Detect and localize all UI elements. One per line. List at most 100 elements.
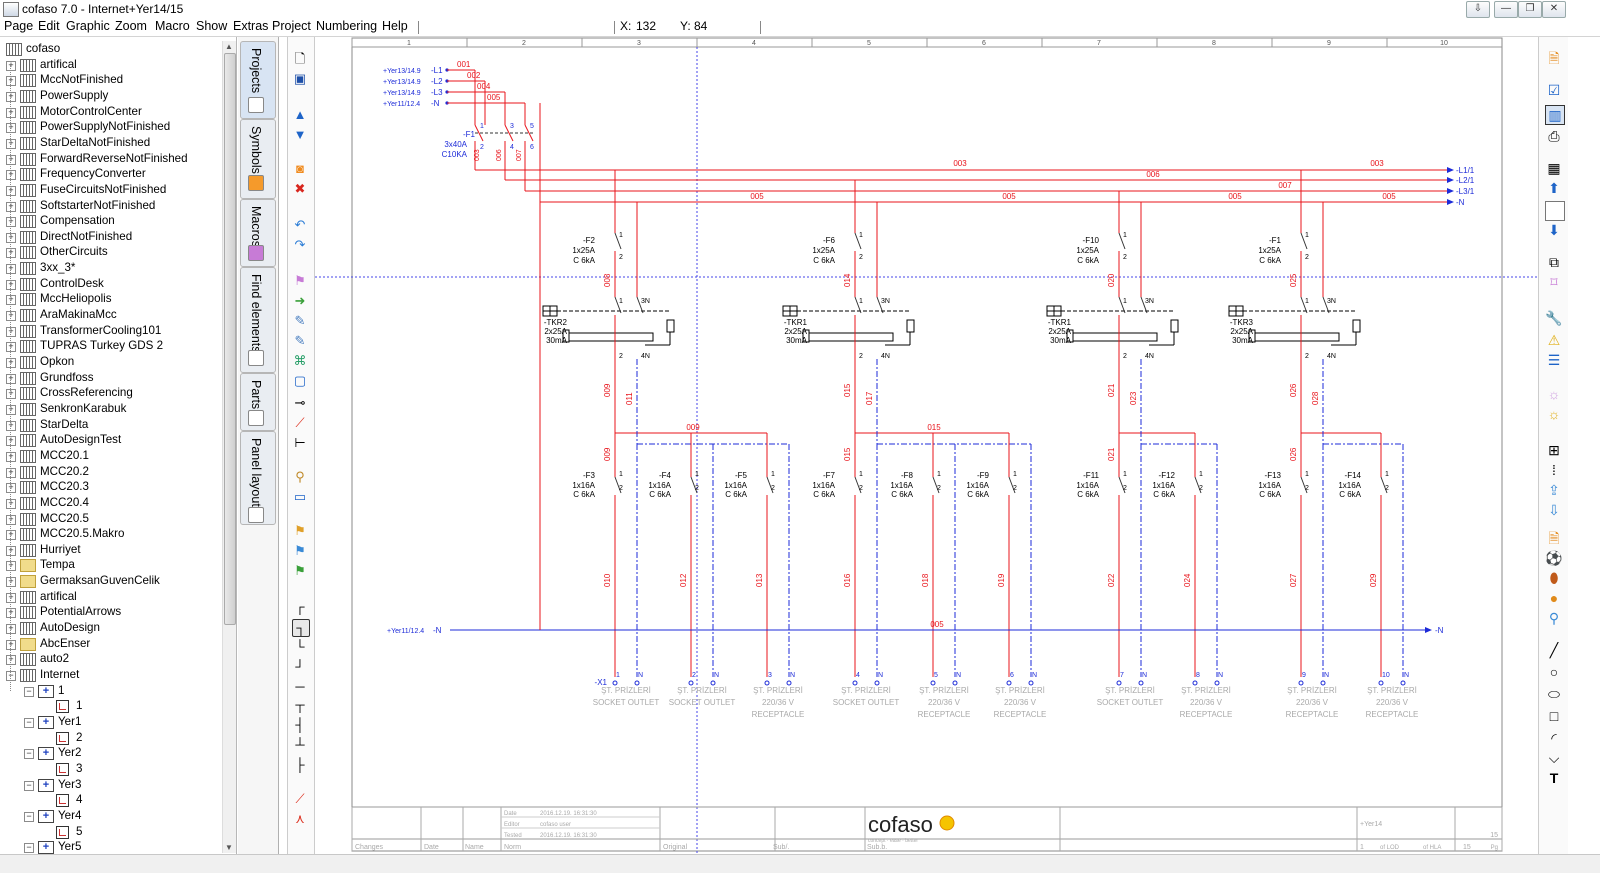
expand-icon[interactable]: +	[6, 592, 16, 603]
expand-icon[interactable]: +	[6, 514, 16, 525]
tree-item[interactable]: +MCC20.2	[0, 465, 222, 480]
polyline-icon[interactable]: ⌵	[1548, 750, 1560, 766]
menu-project[interactable]: Project	[272, 19, 311, 33]
tree-scroll-thumb[interactable]	[224, 53, 236, 625]
expand-icon[interactable]: +	[6, 436, 16, 447]
menu-zoom[interactable]: Zoom	[115, 19, 147, 33]
expand-icon[interactable]: +	[6, 404, 16, 415]
tree-item[interactable]: +TransformerCooling101	[0, 324, 222, 339]
tree-item[interactable]: +artifical	[0, 58, 222, 73]
expand-icon[interactable]: +	[6, 138, 16, 149]
tee-left-icon[interactable]: ┤	[295, 717, 305, 732]
palette-icon[interactable]: ▦	[1547, 160, 1561, 176]
tab-find-elements[interactable]: Find elements	[240, 267, 276, 373]
tree-item[interactable]: +Opkon	[0, 355, 222, 370]
menu-numbering[interactable]: Numbering	[316, 19, 378, 33]
tree-item[interactable]: +3xx_3*	[0, 261, 222, 276]
wire-split-icon[interactable]: ⋏	[295, 811, 305, 826]
tree-item[interactable]: +OtherCircuits	[0, 245, 222, 260]
flag-green-icon[interactable]: ⚑	[294, 563, 306, 578]
tree-item[interactable]: −+Yer5	[0, 840, 222, 854]
arrow-right-icon[interactable]: ➜	[294, 293, 306, 308]
tree-item[interactable]: −+Yer1	[0, 715, 222, 730]
tree-scrollbar[interactable]: ▲ ▼	[222, 41, 236, 853]
expand-icon[interactable]: +	[6, 624, 16, 635]
rss-tool-icon[interactable]: ◙	[296, 161, 304, 176]
tree-item[interactable]: +Tempa	[0, 558, 222, 573]
window-icon[interactable]: ▭	[293, 489, 307, 504]
menu-help[interactable]: Help	[382, 19, 408, 33]
corner-br-icon[interactable]: ┘	[295, 659, 305, 674]
expand-icon[interactable]: +	[6, 123, 16, 134]
tree-item[interactable]: +DirectNotFinished	[0, 230, 222, 245]
tree-item[interactable]: +SoftstarterNotFinished	[0, 199, 222, 214]
corner-tl-icon[interactable]: ┌	[295, 599, 305, 614]
page-up-icon[interactable]: ▲	[293, 107, 307, 122]
tree-item[interactable]: +MCC20.4	[0, 496, 222, 511]
tree-item[interactable]: +PotentialArrows	[0, 605, 222, 620]
expand-icon[interactable]: +	[6, 107, 16, 118]
tree-item[interactable]: +Hurriyet	[0, 543, 222, 558]
page-down-icon[interactable]: ▼	[293, 127, 307, 142]
menu-graphic[interactable]: Graphic	[66, 19, 110, 33]
scroll-up-icon[interactable]: ▲	[225, 42, 233, 51]
corner-tr-icon[interactable]: ┐	[292, 619, 310, 637]
menu-page[interactable]: Page	[4, 19, 34, 33]
tree-item[interactable]: +ForwardReverseNotFinished	[0, 152, 222, 167]
tree-item[interactable]: +StarDeltaNotFinished	[0, 136, 222, 151]
flag-blue-icon[interactable]: ⚑	[294, 543, 306, 558]
tree-item[interactable]: +TUPRAS Turkey GDS 2	[0, 339, 222, 354]
import-icon[interactable]: ⇩	[1548, 502, 1560, 518]
expand-icon[interactable]: +	[6, 154, 16, 165]
tree-item[interactable]: −+Yer2	[0, 746, 222, 761]
tree-item[interactable]: +MCC20.5.Makro	[0, 527, 222, 542]
collapse-icon[interactable]: −	[6, 671, 16, 681]
tab-parts[interactable]: Parts	[240, 373, 276, 431]
tree-item[interactable]: +AbcEnser	[0, 637, 222, 652]
save-icon[interactable]: ▣	[293, 71, 307, 86]
flag-tool-icon[interactable]: ⚑	[294, 273, 306, 288]
menu-show[interactable]: Show	[196, 19, 228, 33]
collapse-icon[interactable]: −	[24, 780, 34, 791]
expand-icon[interactable]: +	[6, 373, 16, 384]
tree-item[interactable]: +Grundfoss	[0, 371, 222, 386]
bulb-on-icon[interactable]: ☼	[1547, 406, 1561, 422]
expand-icon[interactable]: +	[6, 279, 16, 290]
corner-bl-icon[interactable]: └	[295, 639, 305, 654]
expand-icon[interactable]: +	[6, 60, 16, 71]
grid-icon[interactable]: ⊞	[1548, 442, 1560, 458]
collapse-icon[interactable]: −	[24, 686, 34, 697]
measure-icon[interactable]: ⊢	[294, 435, 306, 450]
bulb-icon[interactable]: ☼	[1547, 386, 1561, 402]
expand-icon[interactable]: +	[6, 342, 16, 353]
expand-icon[interactable]: +	[6, 311, 16, 322]
tree-item[interactable]: +AutoDesign	[0, 621, 222, 636]
expand-icon[interactable]: +	[6, 608, 16, 619]
ball-icon[interactable]: ⚽	[1545, 550, 1563, 566]
arc-icon[interactable]: ◜	[1551, 730, 1557, 746]
tee-right-icon[interactable]: ├	[295, 757, 305, 772]
tree-item[interactable]: cofaso	[0, 42, 222, 57]
tree-item[interactable]: −Internet	[0, 668, 222, 683]
expand-icon[interactable]: +	[6, 217, 16, 228]
tree-item[interactable]: 5	[0, 825, 222, 840]
expand-icon[interactable]: +	[6, 232, 16, 243]
tree-item[interactable]: +MCC20.1	[0, 449, 222, 464]
stack-icon[interactable]: ⧉	[1549, 254, 1559, 270]
search-icon[interactable]: ⚲	[1548, 610, 1560, 626]
tree-item[interactable]: +StarDelta	[0, 418, 222, 433]
tree-item[interactable]: +GermaksanGuvenCelik	[0, 574, 222, 589]
collapse-icon[interactable]: −	[24, 811, 34, 822]
menu-extras[interactable]: Extras	[233, 19, 269, 33]
tree-item[interactable]: +auto2	[0, 652, 222, 667]
tree-item[interactable]: +PowerSupply	[0, 89, 222, 104]
checklist-icon[interactable]: ☑	[1547, 82, 1561, 98]
report-icon[interactable]: 🗎	[1548, 530, 1560, 546]
tree-item[interactable]: +FrequencyConverter	[0, 167, 222, 182]
layout-icon[interactable]: ▥	[1545, 105, 1565, 125]
expand-icon[interactable]: +	[6, 326, 16, 337]
tree-item[interactable]: +MotorControlCenter	[0, 105, 222, 120]
tree-item[interactable]: +ControlDesk	[0, 277, 222, 292]
wrench-icon[interactable]: 🔧	[1545, 310, 1563, 326]
